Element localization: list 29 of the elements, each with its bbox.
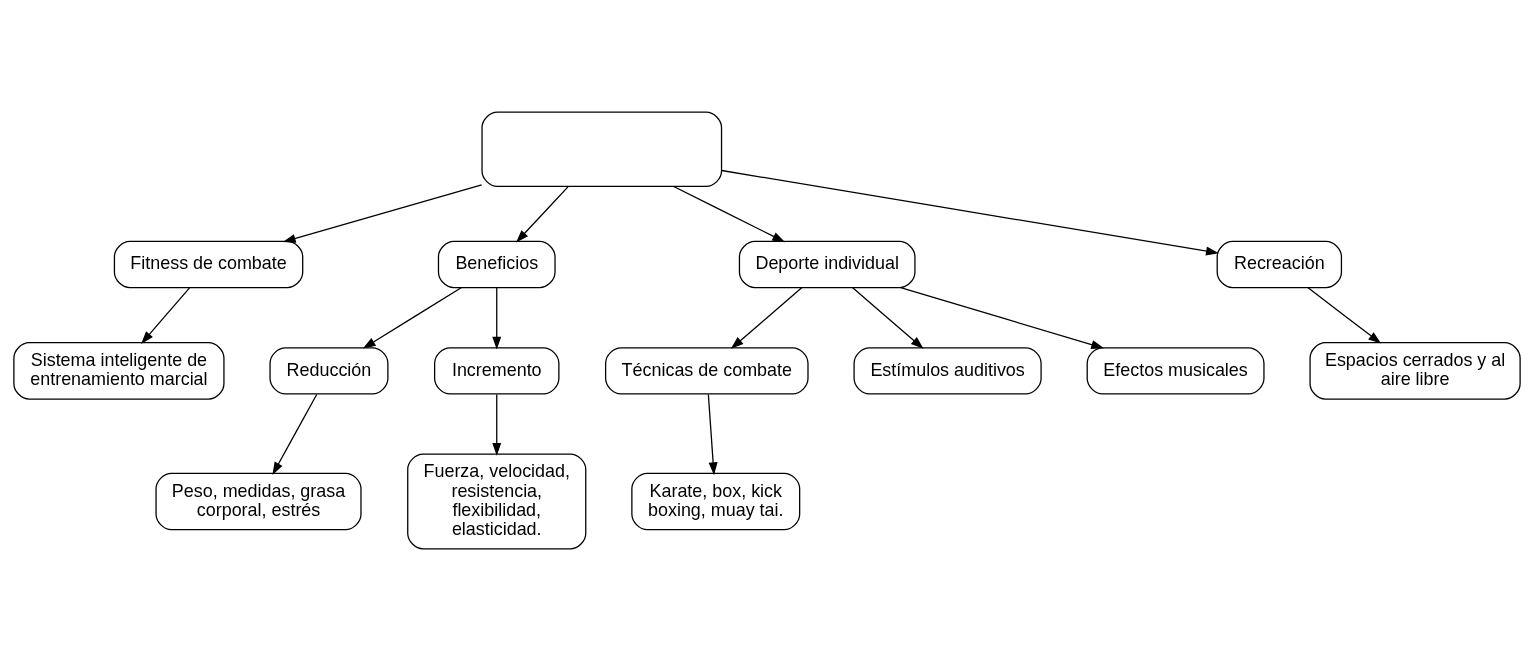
node-box: Peso, medidas, grasa corporal, estrés (155, 472, 362, 531)
node-box: Estímulos auditivos (853, 347, 1042, 395)
node-box: Fuerza, velocidad, resistencia, flexibilidad, elasticidad. (407, 453, 587, 550)
node-box: Beneficios (437, 240, 556, 289)
node-box: Efectos musicales (1086, 347, 1265, 395)
arrow (516, 186, 569, 243)
node-box: Reducción (269, 347, 389, 395)
node-box: Incremento (434, 347, 560, 395)
node-box: Técnicas de combate (605, 347, 809, 395)
arrow (362, 287, 462, 349)
arrow (282, 184, 483, 243)
arrow (492, 393, 502, 456)
arrow (900, 287, 1105, 349)
arrow (141, 287, 191, 344)
arrow (492, 287, 502, 350)
arrow (272, 393, 318, 475)
node-box: Recreación (1216, 240, 1343, 289)
arrow (673, 185, 786, 243)
node-box: Karate, box, kick boxing, muay tai. (631, 472, 801, 531)
node-box: Sistema inteligente de entrenamiento marcial (13, 342, 225, 400)
node-box (481, 111, 723, 188)
arrow (1307, 287, 1382, 344)
arrow (852, 287, 924, 349)
node-box: Espacios cerrados y al aire libre (1309, 342, 1521, 400)
node-box: Deporte individual (738, 240, 916, 289)
arrow (730, 287, 803, 349)
node-box: Fitness de combate (113, 240, 304, 289)
arrow (721, 169, 1219, 256)
arrow (707, 393, 718, 476)
